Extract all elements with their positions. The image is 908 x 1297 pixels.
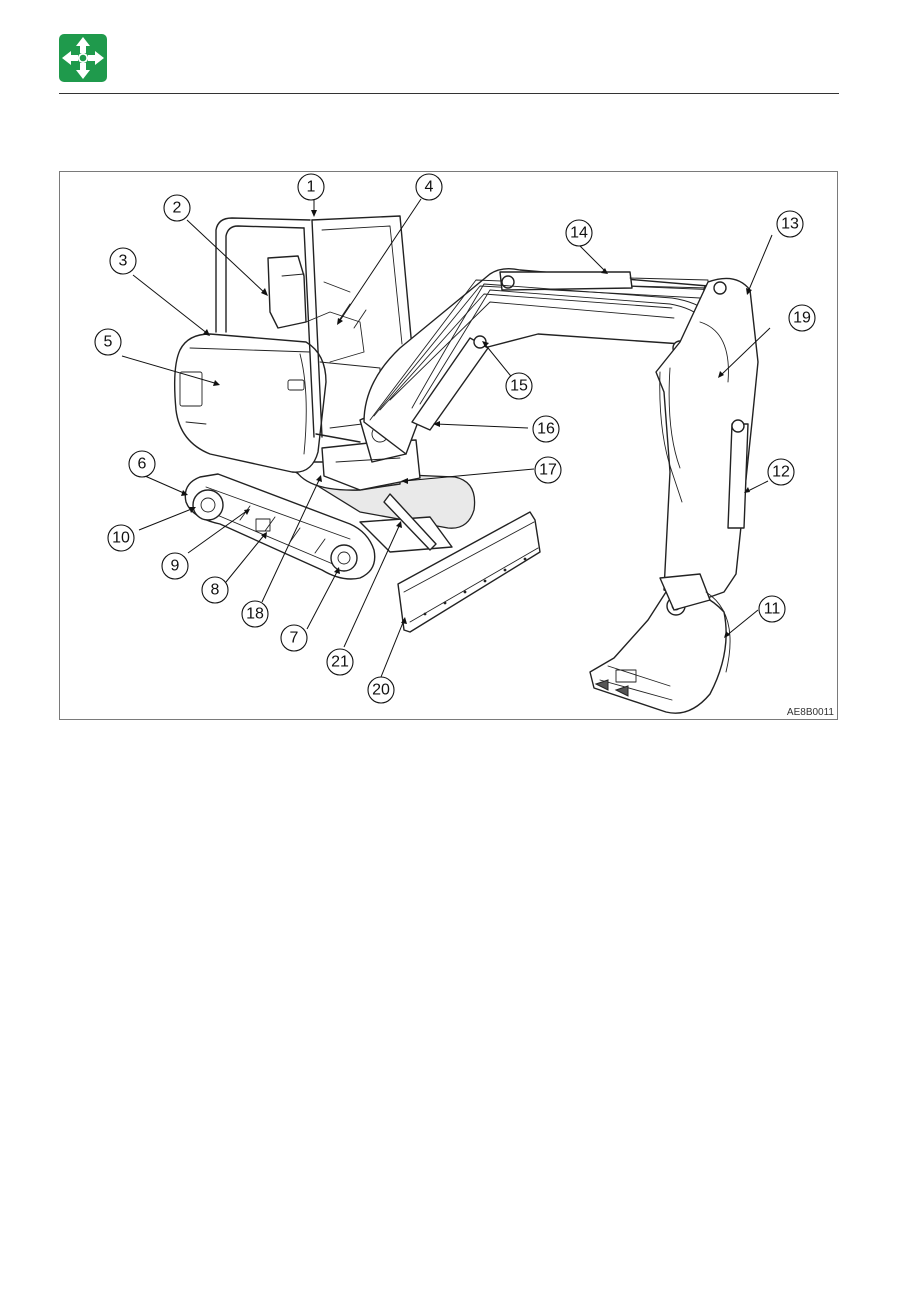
callout-18: 18: [246, 606, 264, 623]
callout-11: 11: [764, 601, 781, 618]
callout-8: 8: [211, 582, 220, 599]
callout-20: 20: [372, 682, 390, 699]
callout-9: 9: [171, 558, 180, 575]
callout-1: 1: [307, 179, 316, 196]
callout-labels: 1 2 3 4 5 6 7 8 9 10 11 12 13 14 15 16 1…: [104, 179, 811, 699]
arm: [655, 277, 759, 603]
callout-4: 4: [425, 179, 434, 196]
header-divider: [59, 93, 839, 94]
callout-13: 13: [781, 216, 799, 233]
callout-circles: [94, 173, 816, 704]
callout-2: 2: [173, 200, 182, 217]
callout-17: 17: [539, 462, 557, 479]
dozer-blade: [359, 493, 541, 633]
bucket: [589, 573, 731, 714]
callout-10: 10: [112, 530, 130, 547]
leader-lines: [121, 198, 773, 678]
figure-code: AE8B0011: [786, 707, 834, 718]
callout-16: 16: [537, 421, 555, 438]
excavator-overview-figure: 1 2 3 4 5 6 7 8 9 10 11 12 13 14 15 16 1…: [59, 171, 838, 720]
callout-19: 19: [793, 310, 811, 327]
callout-21: 21: [331, 654, 349, 671]
leader-arrowheads: [181, 210, 752, 638]
callout-12: 12: [772, 464, 790, 481]
callout-6: 6: [138, 456, 147, 473]
callout-5: 5: [104, 334, 113, 351]
callout-7: 7: [290, 630, 299, 647]
callout-3: 3: [119, 253, 128, 270]
callout-15: 15: [510, 378, 528, 395]
excavator-illustration: 1 2 3 4 5 6 7 8 9 10 11 12 13 14 15 16 1…: [94, 173, 816, 714]
four-arrows-overview-icon: [59, 34, 107, 82]
callout-14: 14: [570, 225, 588, 242]
